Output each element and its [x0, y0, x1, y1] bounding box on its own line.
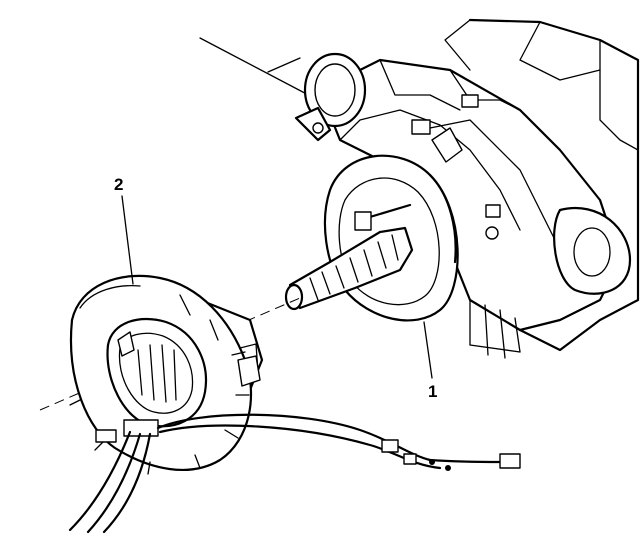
leader-line-1 [423, 321, 433, 379]
column-shaft-assembly [284, 154, 459, 322]
callout-label-2: 2 [114, 175, 124, 194]
callout-label-1: 1 [428, 382, 438, 401]
steering-column-housing [199, 18, 640, 359]
wiring-harness [68, 413, 521, 534]
coil-assembly [69, 274, 264, 475]
leader-line-2 [121, 195, 134, 285]
